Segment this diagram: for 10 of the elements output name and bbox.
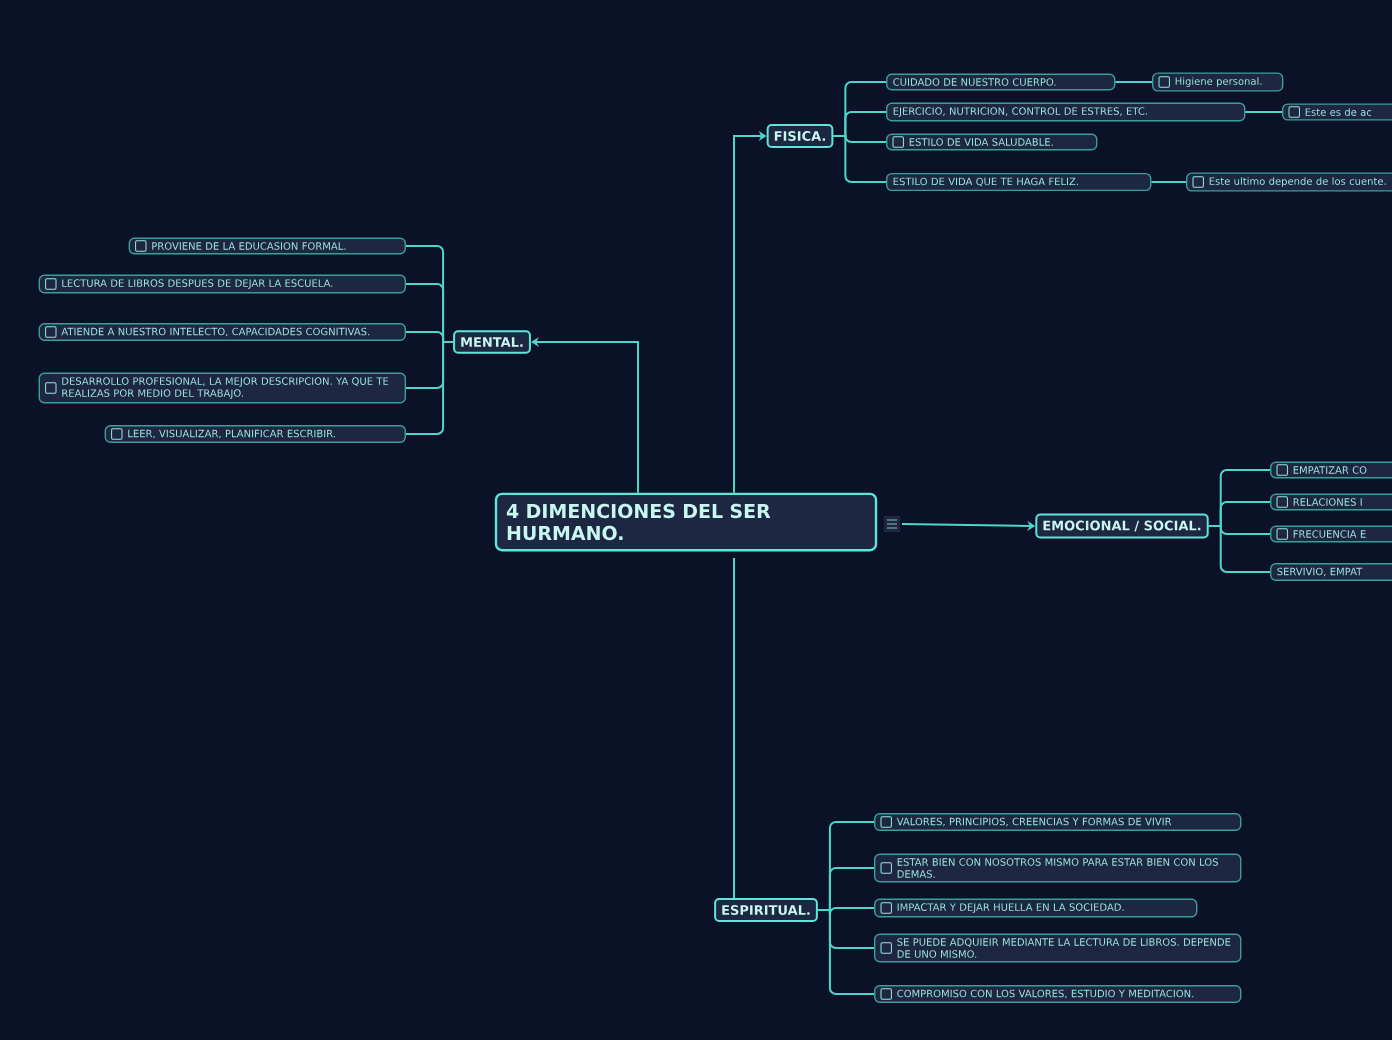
connector: [1114, 81, 1153, 83]
connector: [405, 341, 455, 435]
connector: [1207, 525, 1271, 573]
connector: [832, 135, 887, 183]
connector: [816, 909, 875, 995]
connector: [733, 557, 735, 900]
connector: [1244, 111, 1283, 113]
topic-box: 4 DIMENCIONES DEL SER HURMANO.: [494, 492, 878, 552]
connector: [1150, 181, 1187, 183]
connector: [733, 130, 767, 494]
